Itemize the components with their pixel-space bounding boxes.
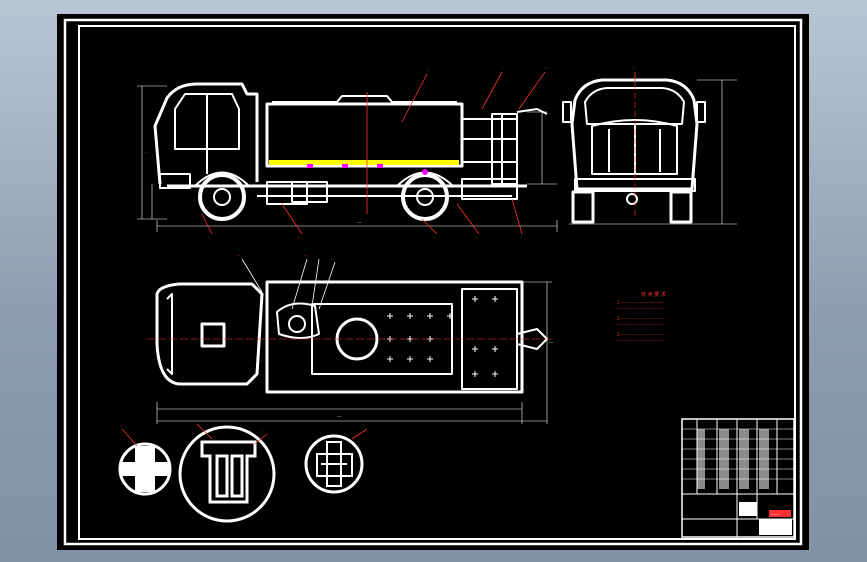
side-leaders [201,71,546,235]
rear-rack [491,113,518,185]
tech-note-line-6: ------------------------------- [617,338,664,343]
detail-c [304,434,364,494]
title-block-fill [697,429,792,535]
side-overall-dimension: --- [357,220,362,225]
top-length-dimension: --- [337,414,342,419]
top-width-dimension: --- [549,340,554,345]
front-wheel-hub [213,188,231,206]
front-windshield [584,87,685,125]
front-tire-right [669,190,693,224]
side-callout-4: -- [207,235,210,240]
detail-callout-2: -- [262,428,265,433]
rear-wheel-marker [422,169,428,175]
side-callout-3: -- [545,66,548,71]
top-callout-3: -- [331,256,334,261]
front-wheel [198,173,246,221]
tank-marker-2 [342,164,348,168]
side-callout-7: -- [475,235,478,240]
side-dimensions [137,85,558,232]
detail-callout-3: -- [362,423,365,428]
cab-outline [153,82,259,185]
tank-highlight-strip [269,160,459,165]
mirror-right [696,101,706,123]
side-callout-2: -- [502,66,505,71]
mirror-left [562,101,572,123]
title-block-label: ------ [771,512,780,517]
top-leaders [241,258,336,310]
tank-marker-1 [307,164,313,168]
title-block-label-bg [769,510,791,517]
tank-marker-3 [377,164,383,168]
top-hose-reel-hub [288,315,306,333]
side-callout-9: -- [145,150,148,155]
cab-step [159,173,191,189]
drawing-sheet: -- -- -- -- -- -- -- -- -- --- -- [57,14,809,550]
outer-frame [63,18,803,546]
tank-body [265,102,464,168]
front-arch [194,171,250,187]
detail-callout-1: -- [119,423,122,428]
front-tow-hook [626,193,638,205]
front-dimensions [569,79,737,225]
top-dimensions [156,281,552,424]
tech-note-line-3: 2.---------------------------- [617,316,664,321]
technical-requirements: 技 术 要 求 1.---------------------------- -… [617,291,666,343]
rear-wheel-hub [416,188,434,206]
top-plus-marks [387,296,498,377]
toolbox-mid [291,181,328,203]
side-callout-5: -- [297,235,300,240]
inner-frame [78,25,796,540]
side-callout-1: -- [427,68,430,73]
top-cab-roof [200,322,226,348]
top-bed [265,280,524,394]
front-cab-outline [570,78,699,191]
top-callout-1: -- [237,253,240,258]
tech-note-line-5: 3.---------------------------- [617,332,664,337]
tech-note-line-2: ------------------------------- [617,306,664,311]
side-callout-8: -- [519,235,522,240]
detail-leaders [121,423,368,447]
tank-top [272,95,457,103]
top-callout-2: -- [304,253,307,258]
front-view [562,78,706,224]
top-cab-front [166,293,173,375]
cab-window [174,93,240,150]
front-grille [591,119,678,175]
tech-note-line-4: ------------------------------- [617,322,664,327]
toolbox-left [266,181,308,205]
front-callout: -- [632,66,635,71]
detail-a [118,442,172,496]
side-callout-6: -- [433,235,436,240]
top-hose-reel [276,302,320,339]
rear-spout [516,108,548,115]
top-cab [155,282,264,386]
detail-b [178,425,276,523]
rear-box [461,178,518,200]
tech-notes-title: 技 术 要 求 [641,291,666,298]
front-tire-left [571,190,595,224]
side-view [153,82,548,221]
tech-note-line-1: 1.---------------------------- [617,300,664,305]
